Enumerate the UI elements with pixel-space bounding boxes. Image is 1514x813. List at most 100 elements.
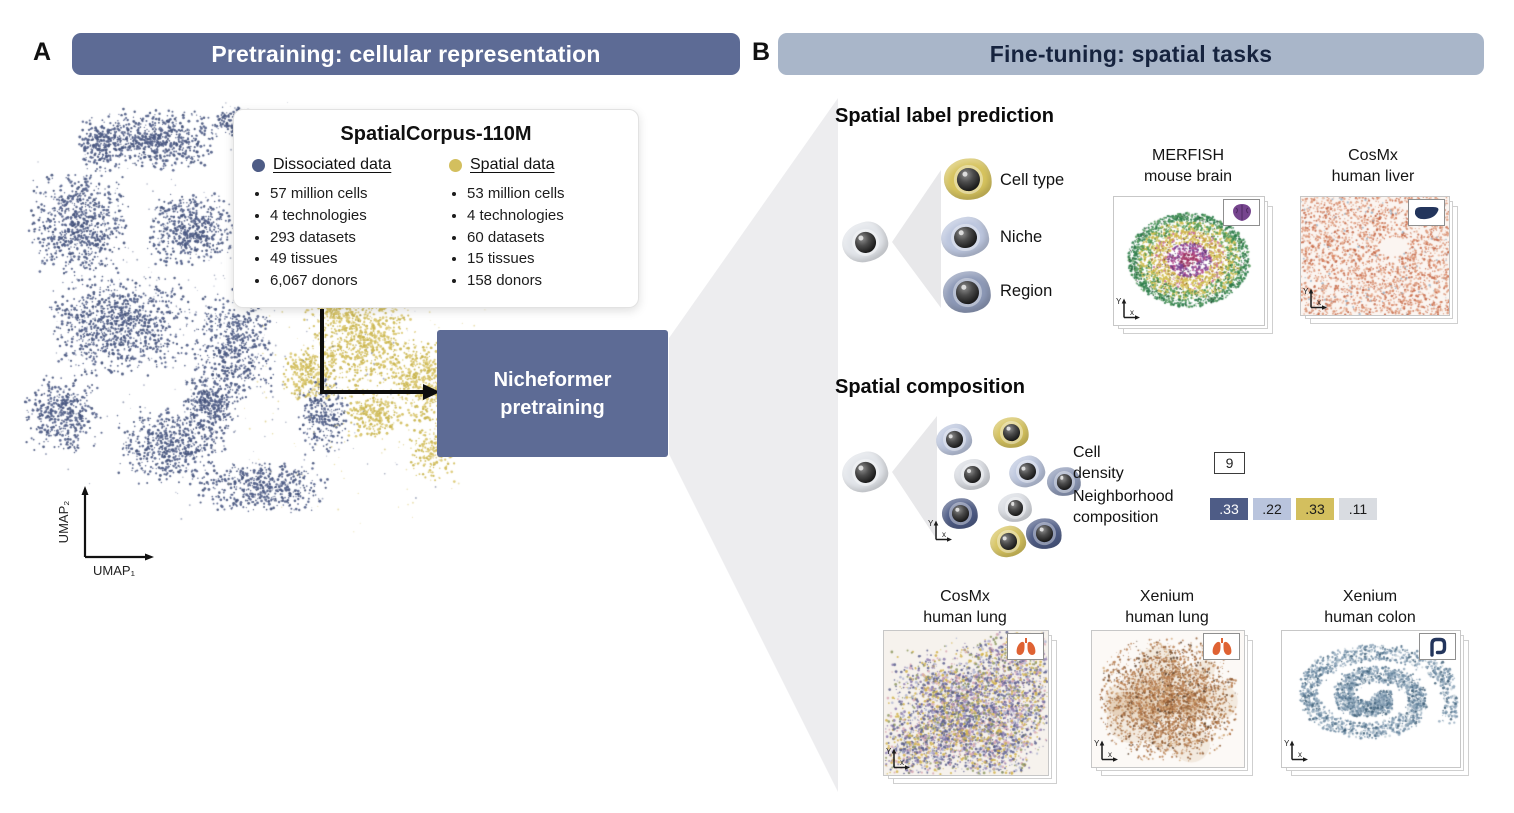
spatial-column: Spatial data 53 million cells 4 technolo… — [449, 156, 620, 292]
nicheformer-pretraining-box: Nicheformer pretraining — [437, 330, 668, 457]
dissociated-stats: 57 million cells 4 technologies 293 data… — [252, 183, 423, 292]
composition-chip: .22 — [1253, 498, 1291, 520]
y-axis-label: Y — [1116, 297, 1122, 306]
xy-axes-icon: Y x — [1303, 287, 1327, 310]
cosmx-lung-name: CosMx — [940, 588, 990, 605]
neighborhood-label: Neighborhood composition — [1073, 488, 1174, 526]
xy-axes-icon: Y x — [1116, 297, 1140, 320]
xenium-colon-name: Xenium — [1342, 588, 1398, 605]
spatial-stats: 53 million cells 4 technologies 60 datas… — [449, 183, 620, 292]
dissociated-legend-label: Dissociated data — [273, 156, 392, 173]
corpus-columns: Dissociated data 57 million cells 4 tech… — [252, 156, 620, 292]
merfish-caption: MERFISH mouse brain — [1113, 145, 1263, 187]
cosmx-liver-name: CosMx — [1348, 147, 1398, 164]
spatial-legend-label: Spatial data — [470, 156, 555, 173]
x-axis-label: x — [1317, 298, 1321, 307]
x-axis-label: x — [1298, 750, 1302, 759]
cosmx-lung-caption: CosMx human lung — [883, 586, 1047, 628]
finetuning-header: Fine-tuning: spatial tasks — [778, 33, 1484, 75]
dissociated-dot-icon — [252, 158, 265, 172]
xenium-lung-thumbnail: Y x — [1091, 630, 1253, 776]
xy-axes-icon: Y x — [886, 747, 910, 770]
xy-axes-icon: Y x — [1094, 739, 1118, 762]
cell-nucleus — [1007, 499, 1024, 517]
pretraining-header: Pretraining: cellular representation — [72, 33, 740, 75]
xenium-colon-subject: human colon — [1324, 609, 1416, 627]
dissociated-column: Dissociated data 57 million cells 4 tech… — [252, 156, 423, 292]
xenium-colon-thumbnail: Y x — [1281, 630, 1469, 776]
lungs-glyph — [1016, 637, 1035, 655]
cell-nucleus — [953, 225, 978, 249]
liver-icon — [1408, 199, 1445, 226]
cosmx-liver-thumbnail: Y x — [1300, 196, 1458, 324]
neighborhood-chips: .33 .22 .33 .11 — [1210, 498, 1377, 520]
cosmx-liver-caption: CosMx human liver — [1298, 145, 1448, 187]
xenium-lung-caption: Xenium human lung — [1091, 586, 1243, 628]
cluster-cell-icon — [954, 459, 990, 490]
cell-nucleus — [1001, 423, 1021, 443]
umap-y-label: UMAP₂ — [56, 501, 71, 544]
x-axis-label: x — [900, 758, 904, 767]
composition-chip: .11 — [1339, 498, 1377, 520]
stat-item: 49 tissues — [270, 248, 423, 270]
stat-item: 57 million cells — [270, 183, 423, 205]
panel-b-label: B — [752, 38, 771, 66]
colon-icon — [1419, 633, 1456, 660]
xy-axes-icon: Y x — [1284, 739, 1308, 762]
umap-axes-lines — [83, 492, 148, 559]
merfish-thumbnail: Y x — [1113, 196, 1273, 334]
x-axis-label: x — [1108, 750, 1112, 759]
stat-item: 158 donors — [467, 270, 620, 292]
panel-a-label: A — [33, 38, 52, 66]
lungs-glyph — [1212, 637, 1231, 655]
branch-label-region: Region — [1000, 282, 1053, 300]
stat-item: 53 million cells — [467, 183, 620, 205]
beam-shape — [669, 98, 838, 792]
branch-label-niche: Niche — [1000, 228, 1043, 246]
cell-density-value: 9 — [1214, 452, 1245, 474]
stat-item: 4 technologies — [467, 205, 620, 227]
cell-nucleus — [964, 466, 981, 484]
merfish-subject: mouse brain — [1143, 168, 1233, 186]
cell-nucleus — [1017, 462, 1037, 482]
cell-nucleus — [853, 230, 878, 255]
stat-item: 293 datasets — [270, 227, 423, 249]
stat-item: 15 tissues — [467, 248, 620, 270]
y-axis-label: Y — [1303, 287, 1309, 296]
umap-y-arrowhead — [81, 486, 89, 495]
spatial-dot-icon — [449, 158, 462, 172]
y-axis-label: Y — [928, 519, 934, 528]
cell-nucleus — [951, 504, 970, 524]
merfish-name: MERFISH — [1152, 147, 1224, 164]
cell-nucleus — [955, 280, 980, 305]
composition-title: Spatial composition — [835, 376, 1026, 398]
stat-item: 4 technologies — [270, 205, 423, 227]
y-axis-label: Y — [1094, 739, 1100, 748]
lungs-icon — [1007, 633, 1044, 660]
cell-nucleus — [999, 532, 1018, 551]
xy-axes-icon: Y x — [928, 519, 952, 542]
colon-glyph — [1429, 637, 1446, 657]
cosmx-lung-thumbnail: Y x — [883, 630, 1057, 784]
x-axis-label: x — [1130, 308, 1134, 317]
cell-nucleus — [945, 430, 964, 449]
cell-nucleus — [1055, 473, 1073, 491]
spatial-legend: Spatial data — [449, 156, 620, 174]
umap-x-label: UMAP₁ — [93, 563, 136, 578]
cell-nucleus — [1034, 524, 1054, 544]
cosmx-lung-subject: human lung — [923, 609, 1007, 627]
brain-glyph — [1232, 203, 1251, 221]
composition-chip: .33 — [1296, 498, 1334, 520]
corpus-title: SpatialCorpus-110M — [340, 123, 532, 145]
umap-x-arrowhead — [145, 553, 154, 561]
branch-label-cell-type: Cell type — [1000, 171, 1065, 189]
spatialcorpus-card: SpatialCorpus-110M Dissociated data 57 m… — [233, 109, 639, 308]
lungs-icon — [1203, 633, 1240, 660]
y-axis-label: Y — [1284, 739, 1290, 748]
cell-nucleus — [956, 167, 981, 192]
xenium-colon-caption: Xenium human colon — [1281, 586, 1459, 628]
stat-item: 60 datasets — [467, 227, 620, 249]
dissociated-legend: Dissociated data — [252, 156, 423, 174]
xenium-lung-subject: human lung — [1125, 609, 1209, 627]
